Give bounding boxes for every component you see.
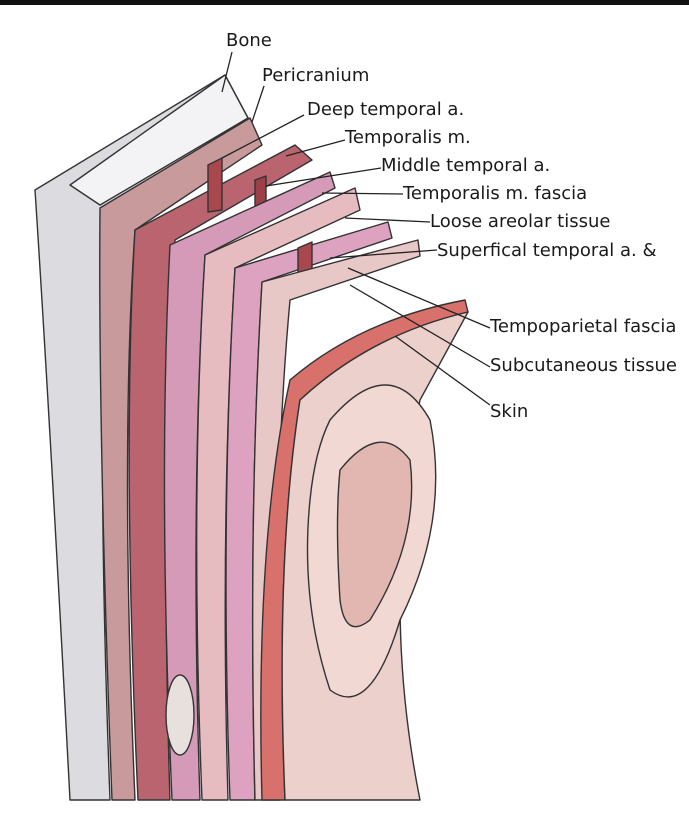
leader-lines <box>221 51 491 406</box>
ear-concha <box>336 441 413 628</box>
label-pericranium: Pericranium <box>262 65 370 86</box>
label-subcutaneous-tissue: Subcutaneous tissue <box>490 355 677 376</box>
bone-cut-face <box>69 74 249 206</box>
top-border <box>0 0 689 5</box>
label-tempoparietal-fascia: Tempoparietal fascia <box>490 316 677 337</box>
label-superficial-temporal-artery: Superfical temporal a. & <box>437 240 657 261</box>
label-middle-temporal-artery: Middle temporal a. <box>381 155 551 176</box>
label-loose-areolar-tissue: Loose areolar tissue <box>430 211 611 232</box>
pericranium-layer <box>99 117 263 801</box>
vessel-cross-section <box>165 674 195 756</box>
label-deep-temporal-artery: Deep temporal a. <box>307 99 465 120</box>
label-temporalis-muscle: Temporalis m. <box>345 127 471 148</box>
deep-temporal-artery <box>207 157 223 213</box>
label-bone: Bone <box>226 30 272 51</box>
label-skin: Skin <box>490 401 529 422</box>
label-temporalis-fascia: Temporalis m. fascia <box>403 183 588 204</box>
